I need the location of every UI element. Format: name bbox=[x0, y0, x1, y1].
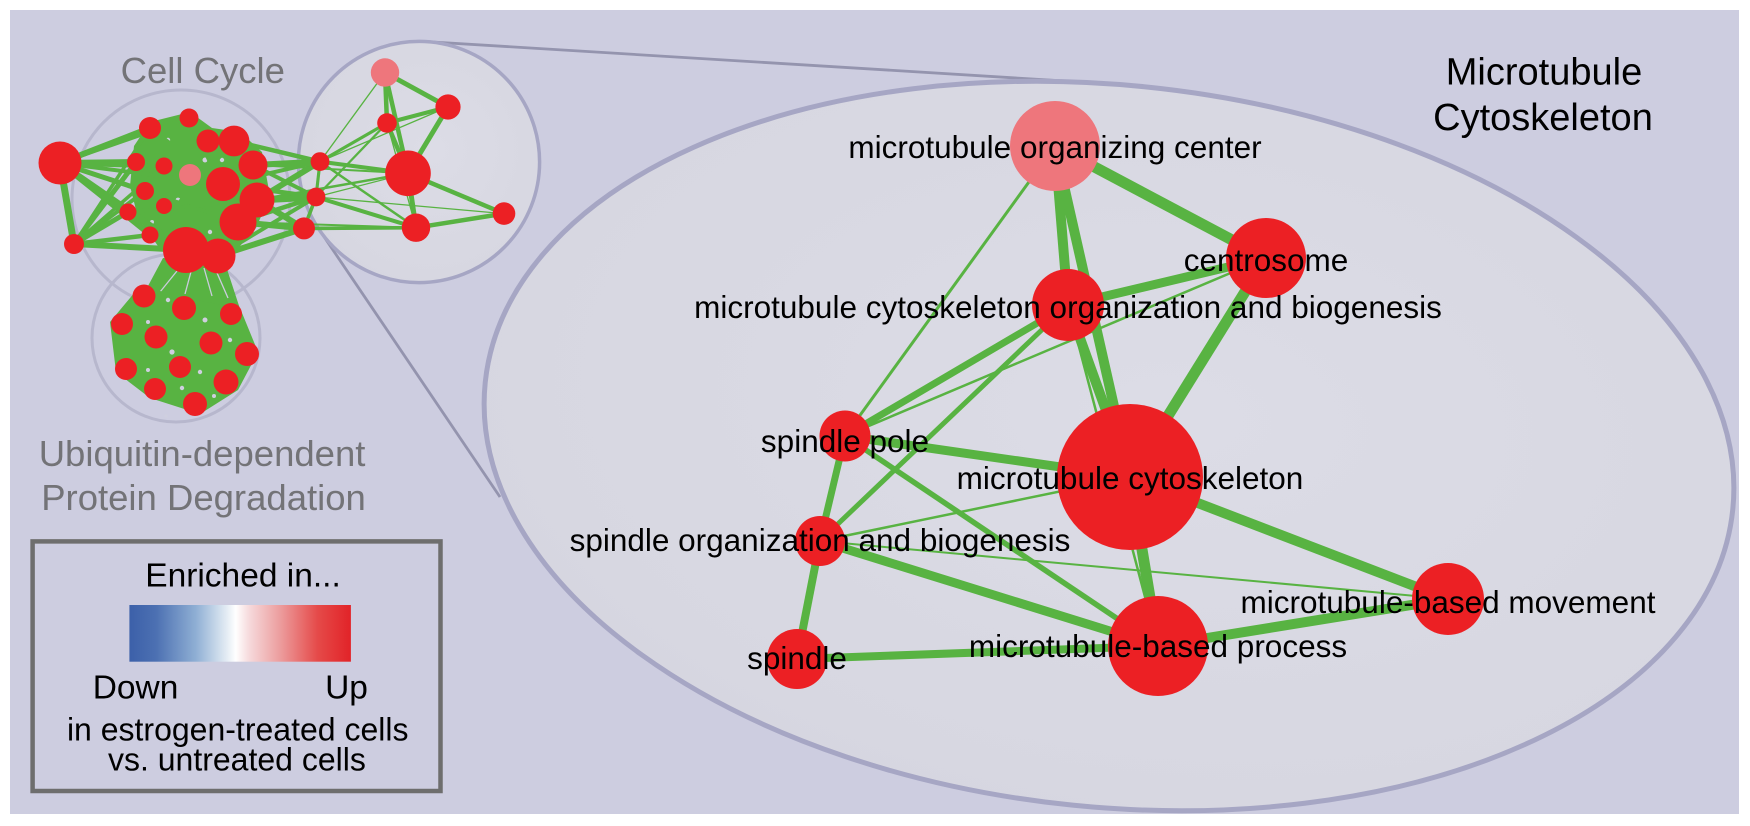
svg-text:Cell Cycle: Cell Cycle bbox=[121, 50, 285, 91]
svg-text:spindle pole: spindle pole bbox=[761, 423, 929, 459]
svg-text:spindle: spindle bbox=[747, 640, 847, 676]
svg-text:microtubule cytoskeleton organ: microtubule cytoskeleton organization an… bbox=[694, 289, 1442, 325]
svg-text:microtubule organizing center: microtubule organizing center bbox=[848, 129, 1261, 165]
svg-text:in estrogen-treated cells: in estrogen-treated cells bbox=[67, 711, 409, 747]
svg-text:vs. untreated cells: vs. untreated cells bbox=[108, 742, 366, 778]
svg-text:microtubule-based movement: microtubule-based movement bbox=[1241, 584, 1656, 620]
svg-text:Enriched in...: Enriched in... bbox=[145, 557, 341, 594]
svg-text:microtubule-based process: microtubule-based process bbox=[969, 628, 1347, 664]
svg-text:centrosome: centrosome bbox=[1184, 242, 1349, 278]
svg-text:microtubule cytoskeleton: microtubule cytoskeleton bbox=[957, 460, 1304, 496]
svg-text:Up: Up bbox=[325, 670, 368, 707]
svg-text:Ubiquitin-dependent: Ubiquitin-dependent bbox=[39, 433, 366, 474]
svg-text:Protein Degradation: Protein Degradation bbox=[41, 477, 366, 518]
svg-text:Cytoskeleton: Cytoskeleton bbox=[1433, 97, 1653, 139]
svg-text:Microtubule: Microtubule bbox=[1446, 51, 1642, 93]
svg-text:Down: Down bbox=[93, 670, 179, 707]
svg-text:spindle organization and bioge: spindle organization and biogenesis bbox=[570, 522, 1071, 558]
